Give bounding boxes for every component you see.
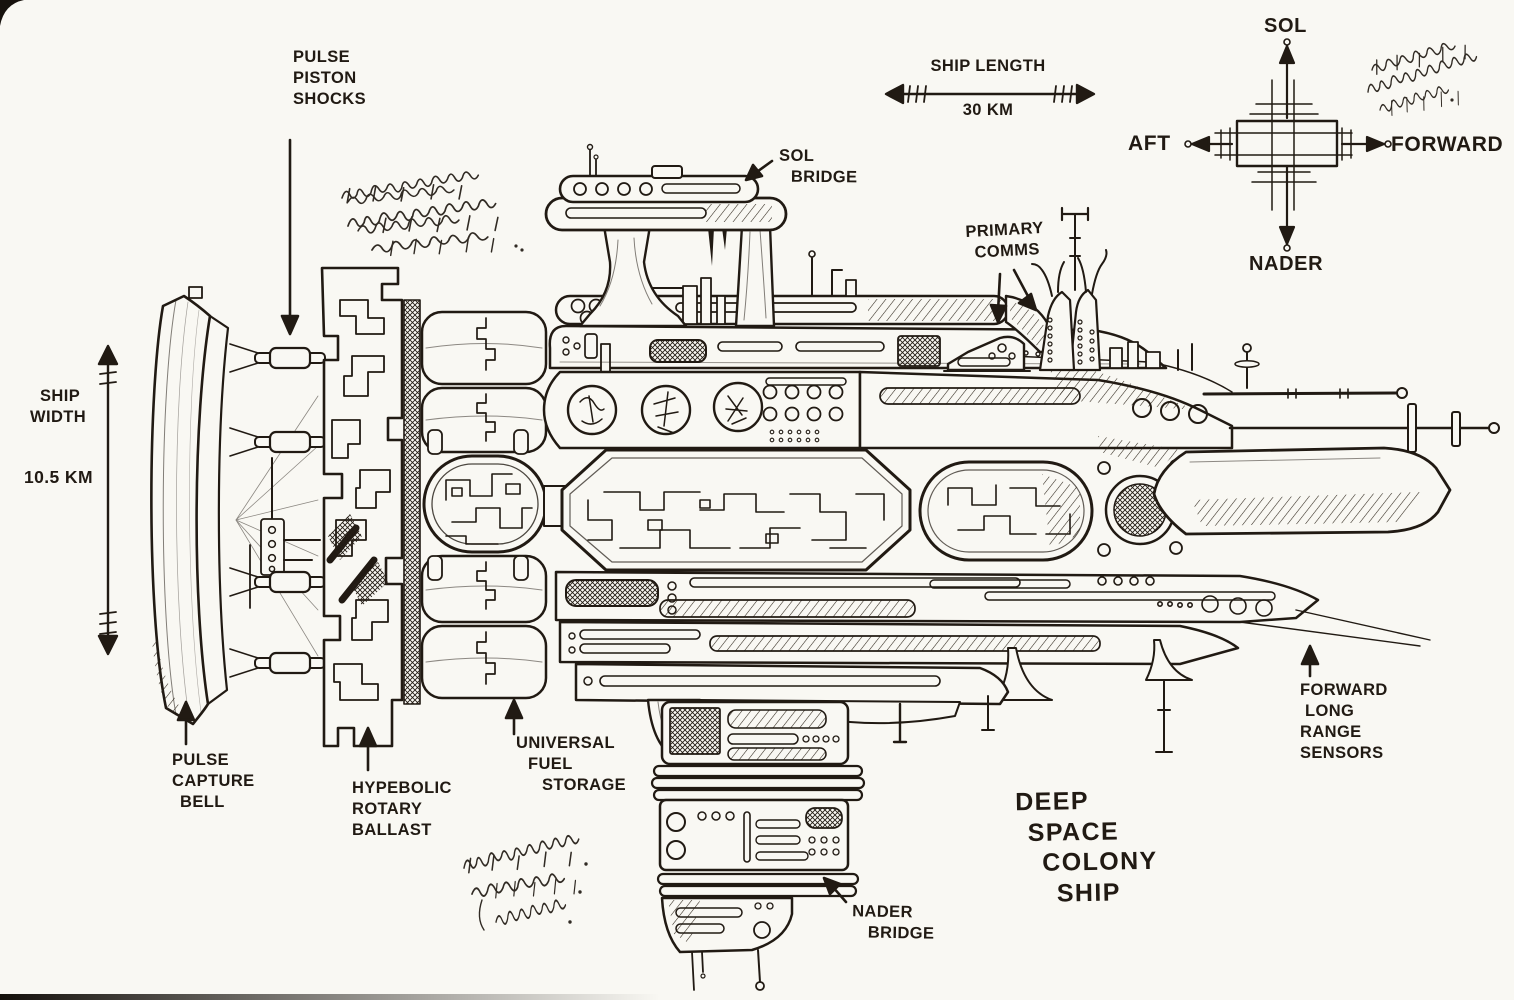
asemic-note-lower-middle bbox=[461, 834, 588, 931]
long-range-sensors-arrow bbox=[1300, 644, 1320, 678]
label-forward-long-range-sensors: FORWARD LONG RANGE SENSORS bbox=[1300, 681, 1388, 763]
sol-bridge-arrow bbox=[744, 159, 774, 182]
ship-length-dimension bbox=[884, 83, 1096, 105]
primary-comms-arrow-1 bbox=[989, 272, 1008, 324]
sol-bridge-drawing bbox=[544, 143, 788, 328]
compass-rose bbox=[1184, 38, 1392, 252]
label-sol-bridge: SOL BRIDGE bbox=[779, 146, 858, 187]
asemic-note-upper-left bbox=[340, 170, 524, 257]
scan-edge-artifact bbox=[0, 994, 660, 1000]
fuel-storage-arrow bbox=[504, 698, 524, 736]
rotary-ballast-arrow bbox=[358, 726, 378, 772]
emblem-glyphs bbox=[579, 391, 748, 434]
label-nader-bridge: NADER BRIDGE bbox=[852, 902, 935, 943]
compass-label-nader: NADER bbox=[1249, 253, 1324, 275]
compass-label-aft: AFT bbox=[1128, 132, 1171, 155]
label-ship-width-value: 10.5 KM bbox=[24, 467, 93, 487]
label-universal-fuel-storage: UNIVERSAL FUEL STORAGE bbox=[516, 734, 627, 795]
asemic-note-beside-compass bbox=[1363, 40, 1481, 116]
label-ship-length: SHIP LENGTH bbox=[930, 57, 1046, 75]
pulse-capture-bell-arrow bbox=[176, 700, 196, 746]
scan-corner-artifact bbox=[0, 0, 24, 26]
colony-ship-drawing bbox=[97, 38, 1500, 991]
pulse-piston-shocks-arrow bbox=[280, 138, 300, 336]
ship-width-dimension bbox=[97, 344, 119, 656]
label-ship-length-value: 30 KM bbox=[962, 101, 1014, 119]
nader-bridge-drawing bbox=[646, 698, 866, 991]
primary-comms-arrow-2 bbox=[1012, 268, 1038, 312]
nader-bridge-arrow bbox=[822, 876, 848, 904]
rotary-ballast-drawing bbox=[320, 266, 404, 748]
pulse-piston-shocks-drawing bbox=[229, 343, 326, 678]
drawing-title: DEEP SPACE COLONY SHIP bbox=[1014, 786, 1158, 908]
label-pulse-capture-bell: PULSE CAPTURE BELL bbox=[172, 751, 255, 812]
label-ship-width: SHIP WIDTH bbox=[30, 387, 87, 427]
forward-sensor-spikes bbox=[1202, 343, 1500, 453]
octagon-circuit bbox=[587, 491, 885, 549]
label-primary-comms: PRIMARY COMMS bbox=[965, 218, 1045, 262]
callout-arrows bbox=[176, 138, 1320, 904]
compass-label-forward: FORWARD bbox=[1391, 133, 1504, 156]
compass-label-sol: SOL bbox=[1264, 15, 1307, 37]
ballast-chain-strip bbox=[403, 299, 421, 705]
label-pulse-piston-shocks: PULSE PISTON SHOCKS bbox=[293, 48, 366, 109]
pulse-capture-bell-drawing bbox=[150, 286, 321, 726]
fuel-storage-drawing bbox=[420, 310, 567, 700]
label-hypebolic-rotary-ballast: HYPEBOLIC ROTARY BALLAST bbox=[352, 779, 452, 840]
primary-comms-drawing bbox=[943, 206, 1193, 372]
